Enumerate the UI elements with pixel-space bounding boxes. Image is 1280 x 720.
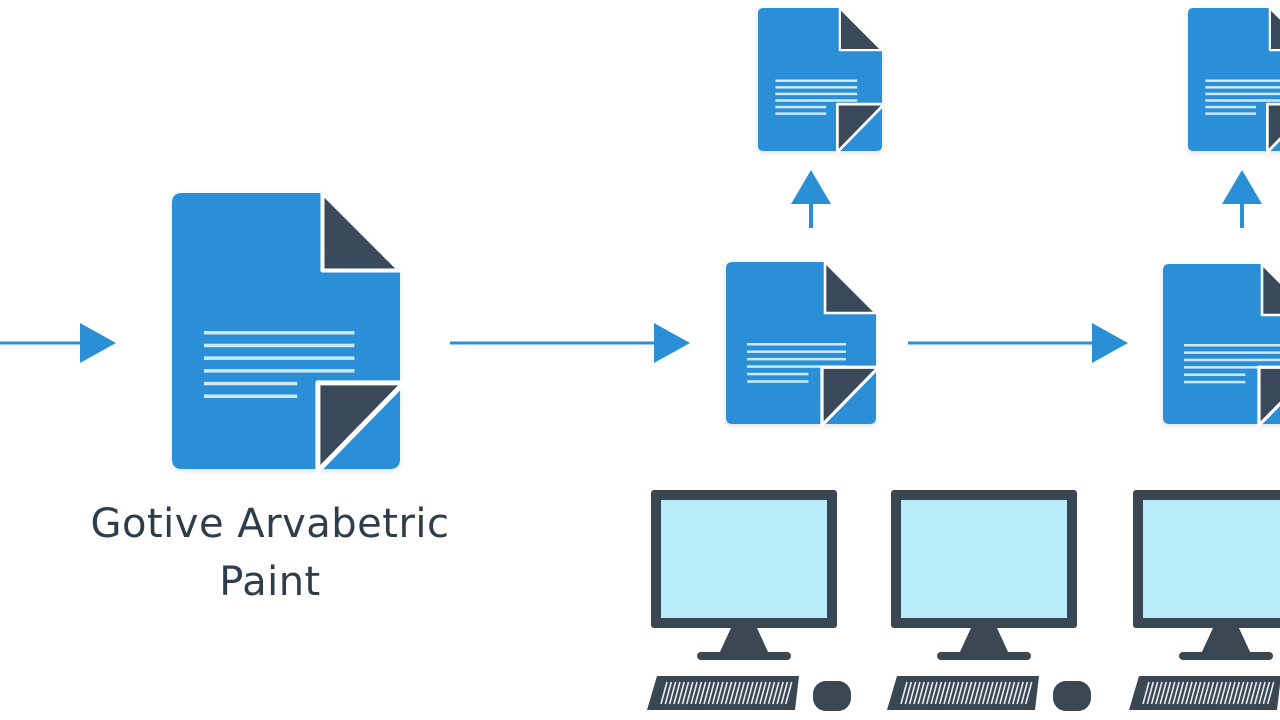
- text-line: [1184, 366, 1280, 369]
- folded-corner-icon: [1268, 6, 1280, 52]
- text-line: [775, 86, 858, 89]
- caption-line-1: Gotive Arvabetric: [90, 501, 450, 547]
- folded-corner-icon: [320, 191, 402, 273]
- monitor-screen: [1143, 500, 1280, 618]
- computers-layer: [647, 490, 1280, 711]
- folded-corner-icon: [1260, 262, 1280, 317]
- text-line: [747, 365, 846, 368]
- text-line: [775, 112, 827, 115]
- page-curl-icon: [1257, 365, 1280, 427]
- text-line: [775, 92, 858, 96]
- document-3-output: [1188, 6, 1280, 154]
- arrow-head-icon: [1222, 170, 1262, 204]
- text-line: [775, 105, 827, 109]
- arrow-head-icon: [654, 323, 690, 363]
- arrow-input: [0, 323, 116, 363]
- text-line: [203, 369, 355, 373]
- arrow-doc2-to-doc3: [908, 323, 1128, 363]
- text-line: [1184, 358, 1280, 362]
- text-line: [1205, 79, 1280, 82]
- text-line: [747, 372, 809, 376]
- text-line: [1205, 112, 1257, 115]
- monitor-screen: [661, 500, 827, 618]
- text-line: [1184, 373, 1246, 376]
- caption-line-2: Paint: [219, 559, 321, 605]
- page-curl-icon: [820, 365, 881, 427]
- text-line: [203, 331, 355, 335]
- text-line: [1205, 105, 1257, 109]
- document-2-output: [758, 6, 886, 154]
- document-2: [726, 260, 881, 427]
- text-line: [775, 79, 858, 82]
- text-line: [203, 356, 355, 360]
- mouse-icon: [1053, 681, 1091, 711]
- text-line: [1205, 99, 1280, 102]
- page-curl-icon: [835, 102, 886, 154]
- text-line: [775, 99, 858, 102]
- arrow-head-icon: [1092, 323, 1128, 363]
- document-3: [1163, 262, 1280, 427]
- computer-2: [887, 490, 1091, 711]
- text-line: [747, 343, 846, 346]
- mouse-icon: [813, 681, 851, 711]
- monitor-screen: [901, 500, 1067, 618]
- folded-corner-icon: [823, 260, 878, 315]
- arrow-head-icon: [80, 323, 116, 363]
- text-line: [747, 380, 809, 383]
- computer-1: [647, 490, 851, 711]
- arrow-head-icon: [791, 170, 831, 204]
- text-line: [747, 357, 846, 361]
- text-line: [1205, 86, 1280, 89]
- text-line: [1205, 92, 1280, 96]
- text-line: [1184, 344, 1280, 347]
- page-curl-icon: [1265, 102, 1280, 154]
- arrows-layer: [0, 170, 1262, 363]
- documents-layer: [172, 6, 1280, 474]
- folded-corner-icon: [838, 6, 884, 52]
- text-line: [203, 381, 298, 386]
- text-line: [1184, 380, 1246, 384]
- computer-3: [1129, 490, 1280, 710]
- text-line: [203, 394, 298, 398]
- arrow-doc2-up: [791, 170, 831, 228]
- arrow-doc3-up: [1222, 170, 1262, 228]
- source-document: [172, 191, 407, 474]
- text-line: [203, 343, 355, 348]
- arrow-doc1-to-doc2: [450, 323, 690, 363]
- page-curl-icon: [315, 380, 407, 474]
- text-line: [747, 350, 846, 353]
- text-line: [1184, 351, 1280, 354]
